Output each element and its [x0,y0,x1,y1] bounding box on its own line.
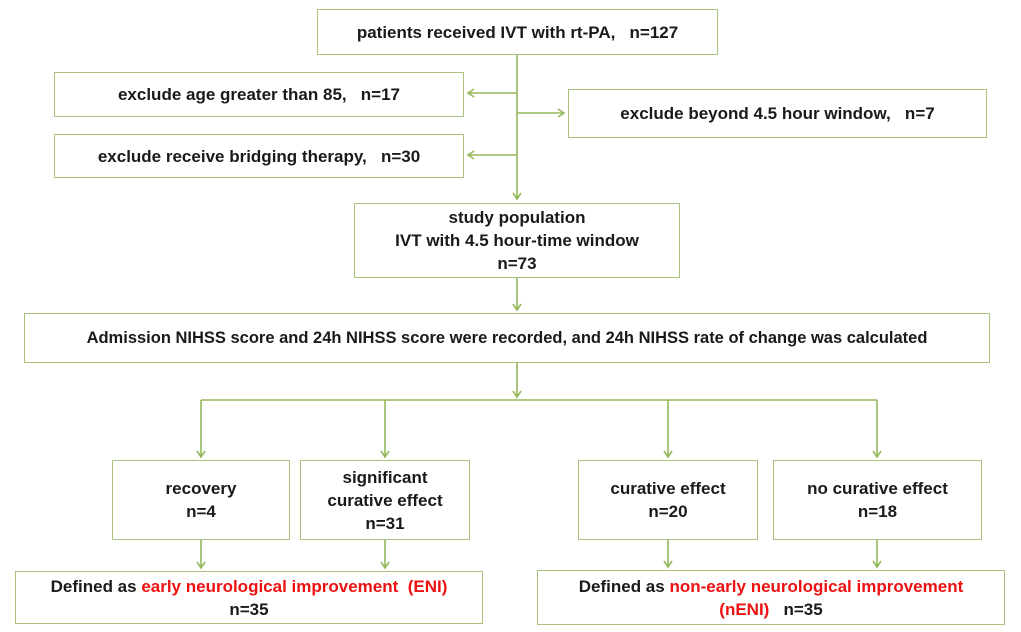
curative-line-2: n=20 [648,502,688,521]
recovery-line-1: recovery [165,479,237,498]
neni-line-1: Defined as non-early neurological improv… [579,575,963,598]
neni-line-2: (nENI) n=35 [719,598,822,621]
eni-defined-as: Defined as [50,576,142,596]
significant-line-1: significant [342,467,428,487]
eni-highlight: early neurological improvement (ENI) [141,576,448,596]
box-nihss-recorded: Admission NIHSS score and 24h NIHSS scor… [24,313,990,363]
box-exclude-bridging-label: exclude receive bridging therapy, n=30 [97,146,421,166]
box-patients-ivt: patients received IVT with rt-PA, n=127 [317,9,718,55]
box-exclude-age-label: exclude age greater than 85, n=17 [117,85,401,104]
study-line-1: study population [448,208,586,227]
box-curative-effect: curative effect n=20 [578,460,758,540]
no-curative-line-1: no curative effect [807,479,948,498]
significant-line-2: curative effect [327,490,443,510]
box-exclude-window-label: exclude beyond 4.5 hour window, n=7 [620,104,935,123]
eni-line-1: Defined as early neurological improvemen… [51,575,448,598]
eni-line-2: n=35 [229,599,269,619]
study-line-3: n=73 [497,254,537,273]
box-neni-definition: Defined as non-early neurological improv… [537,570,1005,625]
box-no-curative-effect: no curative effect n=18 [773,460,982,540]
curative-line-1: curative effect [610,479,726,498]
box-nihss-recorded-label: Admission NIHSS score and 24h NIHSS scor… [86,328,928,347]
box-exclude-bridging: exclude receive bridging therapy, n=30 [54,134,464,178]
neni-highlight: non-early neurological improvement [669,576,964,596]
no-curative-line-2: n=18 [857,502,898,521]
box-patients-ivt-label: patients received IVT with rt-PA, n=127 [356,22,679,42]
box-significant-curative-effect: significant curative effect n=31 [300,460,470,540]
box-study-population: study population IVT with 4.5 hour-time … [354,203,680,278]
study-line-2: IVT with 4.5 hour-time window [395,231,639,250]
recovery-line-2: n=4 [186,502,216,521]
neni-defined-as: Defined as [578,576,670,596]
box-exclude-age: exclude age greater than 85, n=17 [54,72,464,117]
neni-count: n=35 [769,599,823,619]
box-recovery: recovery n=4 [112,460,290,540]
box-exclude-window: exclude beyond 4.5 hour window, n=7 [568,89,987,138]
neni-abbrev: (nENI) [719,599,770,619]
box-eni-definition: Defined as early neurological improvemen… [15,571,483,624]
significant-line-3: n=31 [365,513,405,533]
